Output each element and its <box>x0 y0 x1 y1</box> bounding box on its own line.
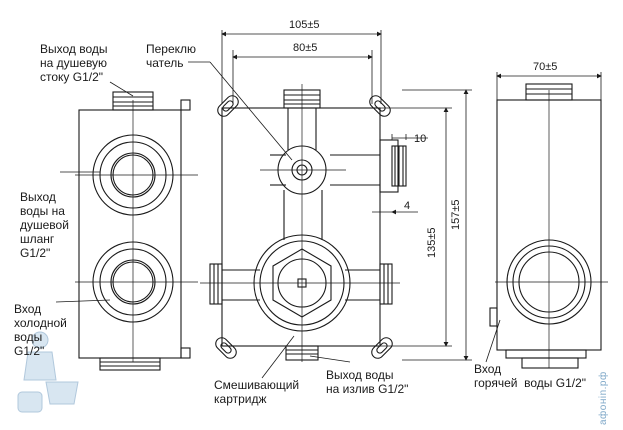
dimension-lines <box>221 30 602 361</box>
left-side-view <box>75 91 198 371</box>
label-shower-hose-outlet: Выход воды на душевой шланг G1/2" <box>20 190 69 260</box>
label-mixing-cartridge: Смешивающий картридж <box>214 378 300 406</box>
dimension-70: 70±5 <box>533 61 558 73</box>
dimension-4: 4 <box>404 200 411 212</box>
site-watermark: aфoнin.рф <box>598 371 609 425</box>
label-hot-inlet: Вход горячей воды G1/2" <box>474 362 587 390</box>
dimension-80: 80±5 <box>293 42 318 54</box>
label-switch: Переклю чатель <box>146 42 197 70</box>
dimension-157: 157±5 <box>450 199 462 230</box>
dimension-105: 105±5 <box>289 19 320 31</box>
leader-lines <box>55 61 501 379</box>
dimension-10: 10 <box>414 133 427 145</box>
label-shower-rod-outlet: Выход воды на душевую стоку G1/2" <box>40 42 108 84</box>
label-spout-outlet: Выход воды на излив G1/2" <box>326 368 409 396</box>
right-side-view <box>489 83 608 369</box>
center-front-view <box>200 84 407 362</box>
plumber-watermark-illustration <box>17 331 79 413</box>
label-cold-inlet: Вход холодной воды G1/2" <box>14 302 67 358</box>
dimension-135: 135±5 <box>426 227 438 258</box>
